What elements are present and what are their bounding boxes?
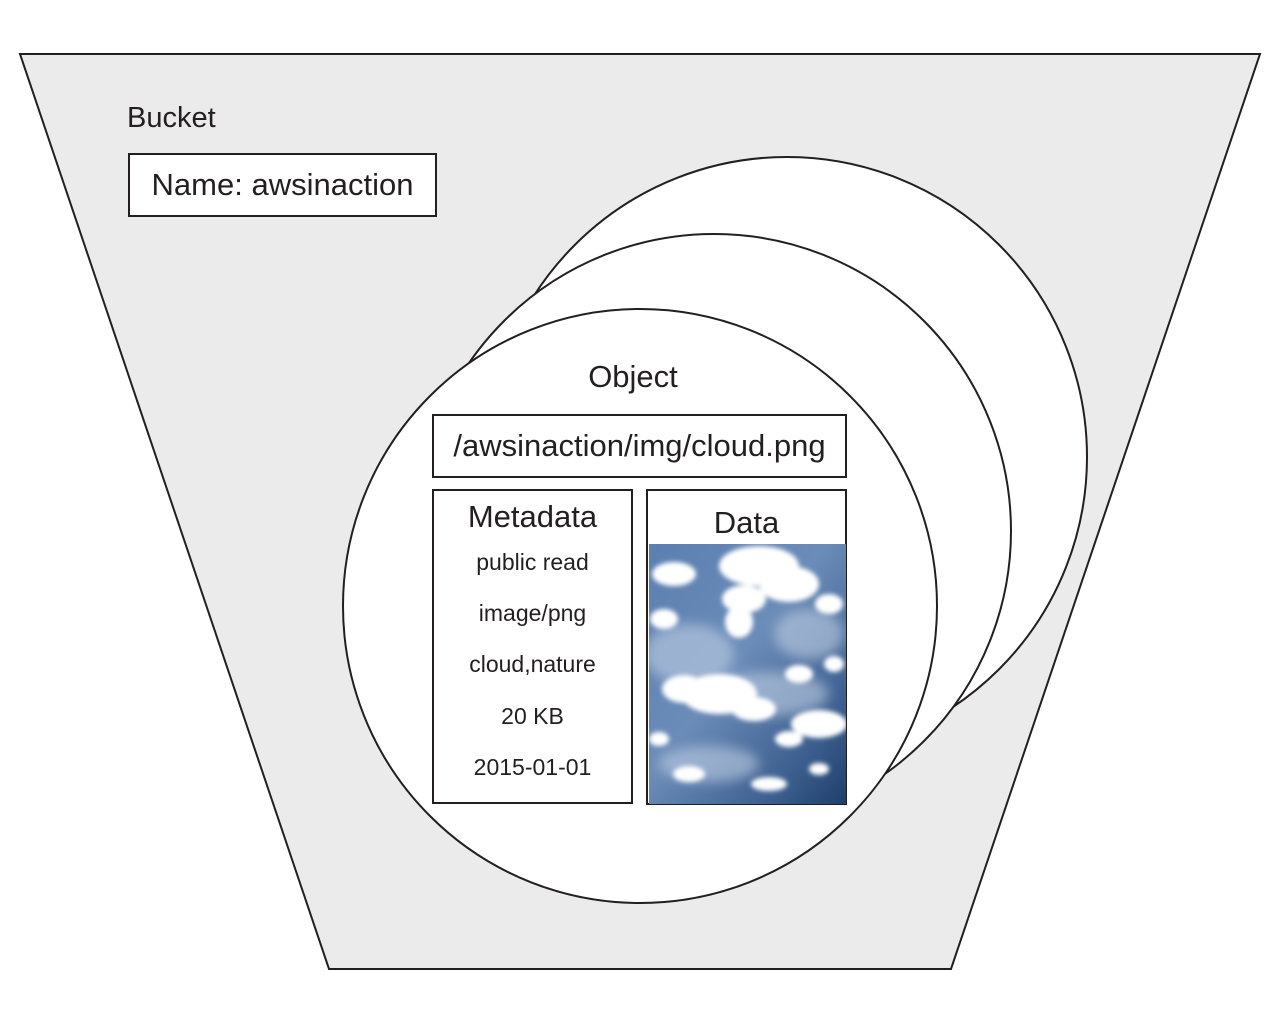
metadata-item-size: 20 KB: [501, 703, 564, 729]
data-title: Data: [713, 505, 780, 540]
cloudy-sky-image: [649, 544, 846, 804]
metadata-box: Metadata public read image/png cloud,nat…: [432, 489, 633, 804]
bucket-name-box: Name: awsinaction: [128, 153, 437, 217]
metadata-item-tags: cloud,nature: [469, 651, 596, 677]
data-box: Data: [646, 489, 847, 805]
bucket-label: Bucket: [127, 102, 216, 134]
metadata-item-date: 2015-01-01: [473, 754, 592, 780]
object-key-box: /awsinaction/img/cloud.png: [432, 414, 847, 478]
metadata-title: Metadata: [467, 499, 598, 534]
object-key-text: /awsinaction/img/cloud.png: [453, 428, 826, 463]
metadata-item-content-type: image/png: [478, 600, 587, 626]
metadata-item-access: public read: [476, 549, 589, 575]
bucket-name-text: Name: awsinaction: [151, 167, 414, 202]
object-label: Object: [588, 359, 678, 394]
